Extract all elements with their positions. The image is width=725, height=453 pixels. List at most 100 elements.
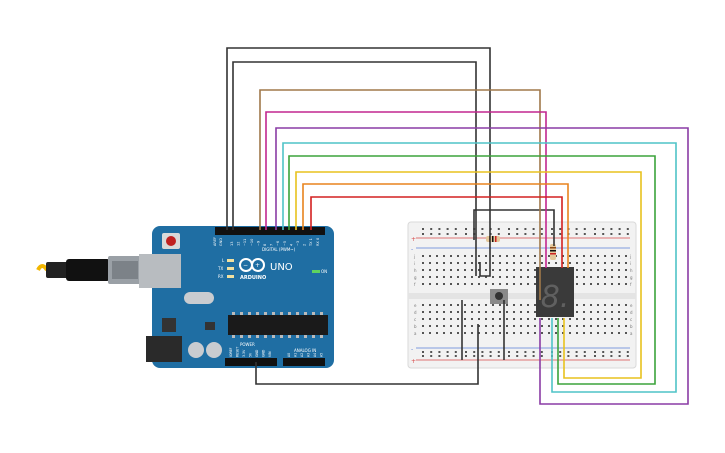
breadboard-hole — [422, 255, 424, 257]
breadboard-hole — [492, 311, 494, 313]
breadboard-hole — [450, 283, 452, 285]
breadboard-hole — [497, 355, 500, 357]
led-on — [312, 270, 320, 273]
breadboard-hole — [590, 276, 592, 278]
push-button[interactable] — [490, 289, 508, 304]
digital-pin-label: 2 — [303, 244, 307, 246]
seven-segment-display[interactable]: 8. — [536, 267, 574, 317]
digital-pin-label: 7 — [270, 244, 274, 246]
wire-red[interactable] — [310, 196, 563, 268]
breadboard-hole — [583, 283, 585, 285]
breadboard-hole — [576, 325, 578, 327]
arduino-uno-board[interactable]: L TX RX ON − + ARDUINO UNO DIGITAL (PWM~… — [139, 226, 334, 368]
breadboard-hole — [527, 318, 529, 320]
digital-pin-label: ~11 — [243, 239, 247, 246]
breadboard-hole — [625, 304, 627, 306]
breadboard-hole — [492, 318, 494, 320]
breadboard-hole — [492, 276, 494, 278]
breadboard-hole — [618, 233, 621, 235]
breadboard-hole — [541, 318, 543, 320]
breadboard-hole — [618, 325, 620, 327]
digital-header — [215, 227, 325, 235]
breadboard-hole — [583, 255, 585, 257]
breadboard-hole — [422, 318, 424, 320]
breadboard-hole — [602, 351, 605, 353]
breadboard-hole — [422, 283, 424, 285]
resistor[interactable] — [486, 236, 500, 242]
breadboard-hole — [513, 318, 515, 320]
breadboard-hole — [625, 283, 627, 285]
rail-plus-label: + — [411, 358, 416, 365]
breadboard-hole — [471, 332, 473, 334]
breadboard-hole — [604, 304, 606, 306]
wire-black[interactable] — [226, 47, 491, 277]
breadboard-hole — [583, 276, 585, 278]
breadboard-hole — [499, 325, 501, 327]
crystal — [184, 292, 214, 304]
breadboard-hole — [465, 228, 467, 230]
row-letter: f — [414, 282, 416, 287]
breadboard-hole — [555, 325, 557, 327]
wire-brown[interactable] — [259, 89, 541, 300]
wire-orange[interactable] — [302, 183, 569, 268]
breadboard-hole — [618, 351, 621, 353]
breadboard-hole — [524, 351, 527, 353]
wire-green[interactable] — [288, 155, 656, 385]
breadboard-hole — [590, 255, 592, 257]
breadboard-hole — [576, 255, 578, 257]
breadboard-hole — [513, 262, 515, 264]
breadboard-hole — [548, 318, 550, 320]
breadboard-hole — [450, 255, 452, 257]
breadboard-hole — [506, 318, 508, 320]
wire-black[interactable] — [473, 209, 555, 246]
breadboard-hole — [464, 269, 466, 271]
wire-purple[interactable] — [275, 127, 689, 405]
breadboard-hole — [438, 355, 441, 357]
breadboard-hole — [527, 304, 529, 306]
breadboard-hole — [534, 304, 536, 306]
breadboard-hole — [492, 325, 494, 327]
resistor[interactable] — [550, 244, 556, 260]
wire-magenta[interactable] — [265, 111, 547, 268]
breadboard-hole — [618, 269, 620, 271]
breadboard-hole — [485, 283, 487, 285]
breadboard-hole — [438, 233, 441, 235]
breadboard-hole — [611, 332, 613, 334]
breadboard-hole — [625, 325, 627, 327]
rail-minus-label: - — [411, 346, 413, 353]
wire-cyan[interactable] — [282, 142, 677, 393]
breadboard-hole — [611, 255, 613, 257]
breadboard-hole — [516, 351, 519, 353]
breadboard-hole — [478, 269, 480, 271]
wire-black[interactable] — [232, 61, 477, 276]
breadboard-hole — [443, 318, 445, 320]
breadboard-hole — [499, 332, 501, 334]
power-jack — [146, 336, 182, 362]
breadboard-hole — [534, 311, 536, 313]
breadboard-hole — [457, 255, 459, 257]
breadboard-hole — [457, 304, 459, 306]
breadboard-hole — [534, 325, 536, 327]
breadboard-hole — [626, 228, 629, 230]
row-letter: c — [414, 317, 416, 322]
breadboard-hole — [532, 228, 535, 230]
breadboard-hole — [520, 283, 522, 285]
breadboard-hole — [626, 355, 629, 357]
breadboard-hole — [625, 262, 627, 264]
led-rx — [227, 275, 234, 278]
wire-yellow[interactable] — [295, 171, 642, 379]
breadboard-hole — [422, 233, 424, 235]
breadboard-hole — [485, 311, 487, 313]
breadboard-hole — [436, 262, 438, 264]
breadboard-hole — [443, 276, 445, 278]
usb-cable[interactable] — [36, 256, 142, 284]
power-pin-label: IOREF — [229, 347, 233, 357]
breadboard-hole — [457, 269, 459, 271]
led-tx — [227, 267, 234, 270]
wire-black[interactable] — [255, 324, 479, 385]
breadboard-hole — [422, 262, 424, 264]
row-letter: e — [630, 303, 633, 308]
